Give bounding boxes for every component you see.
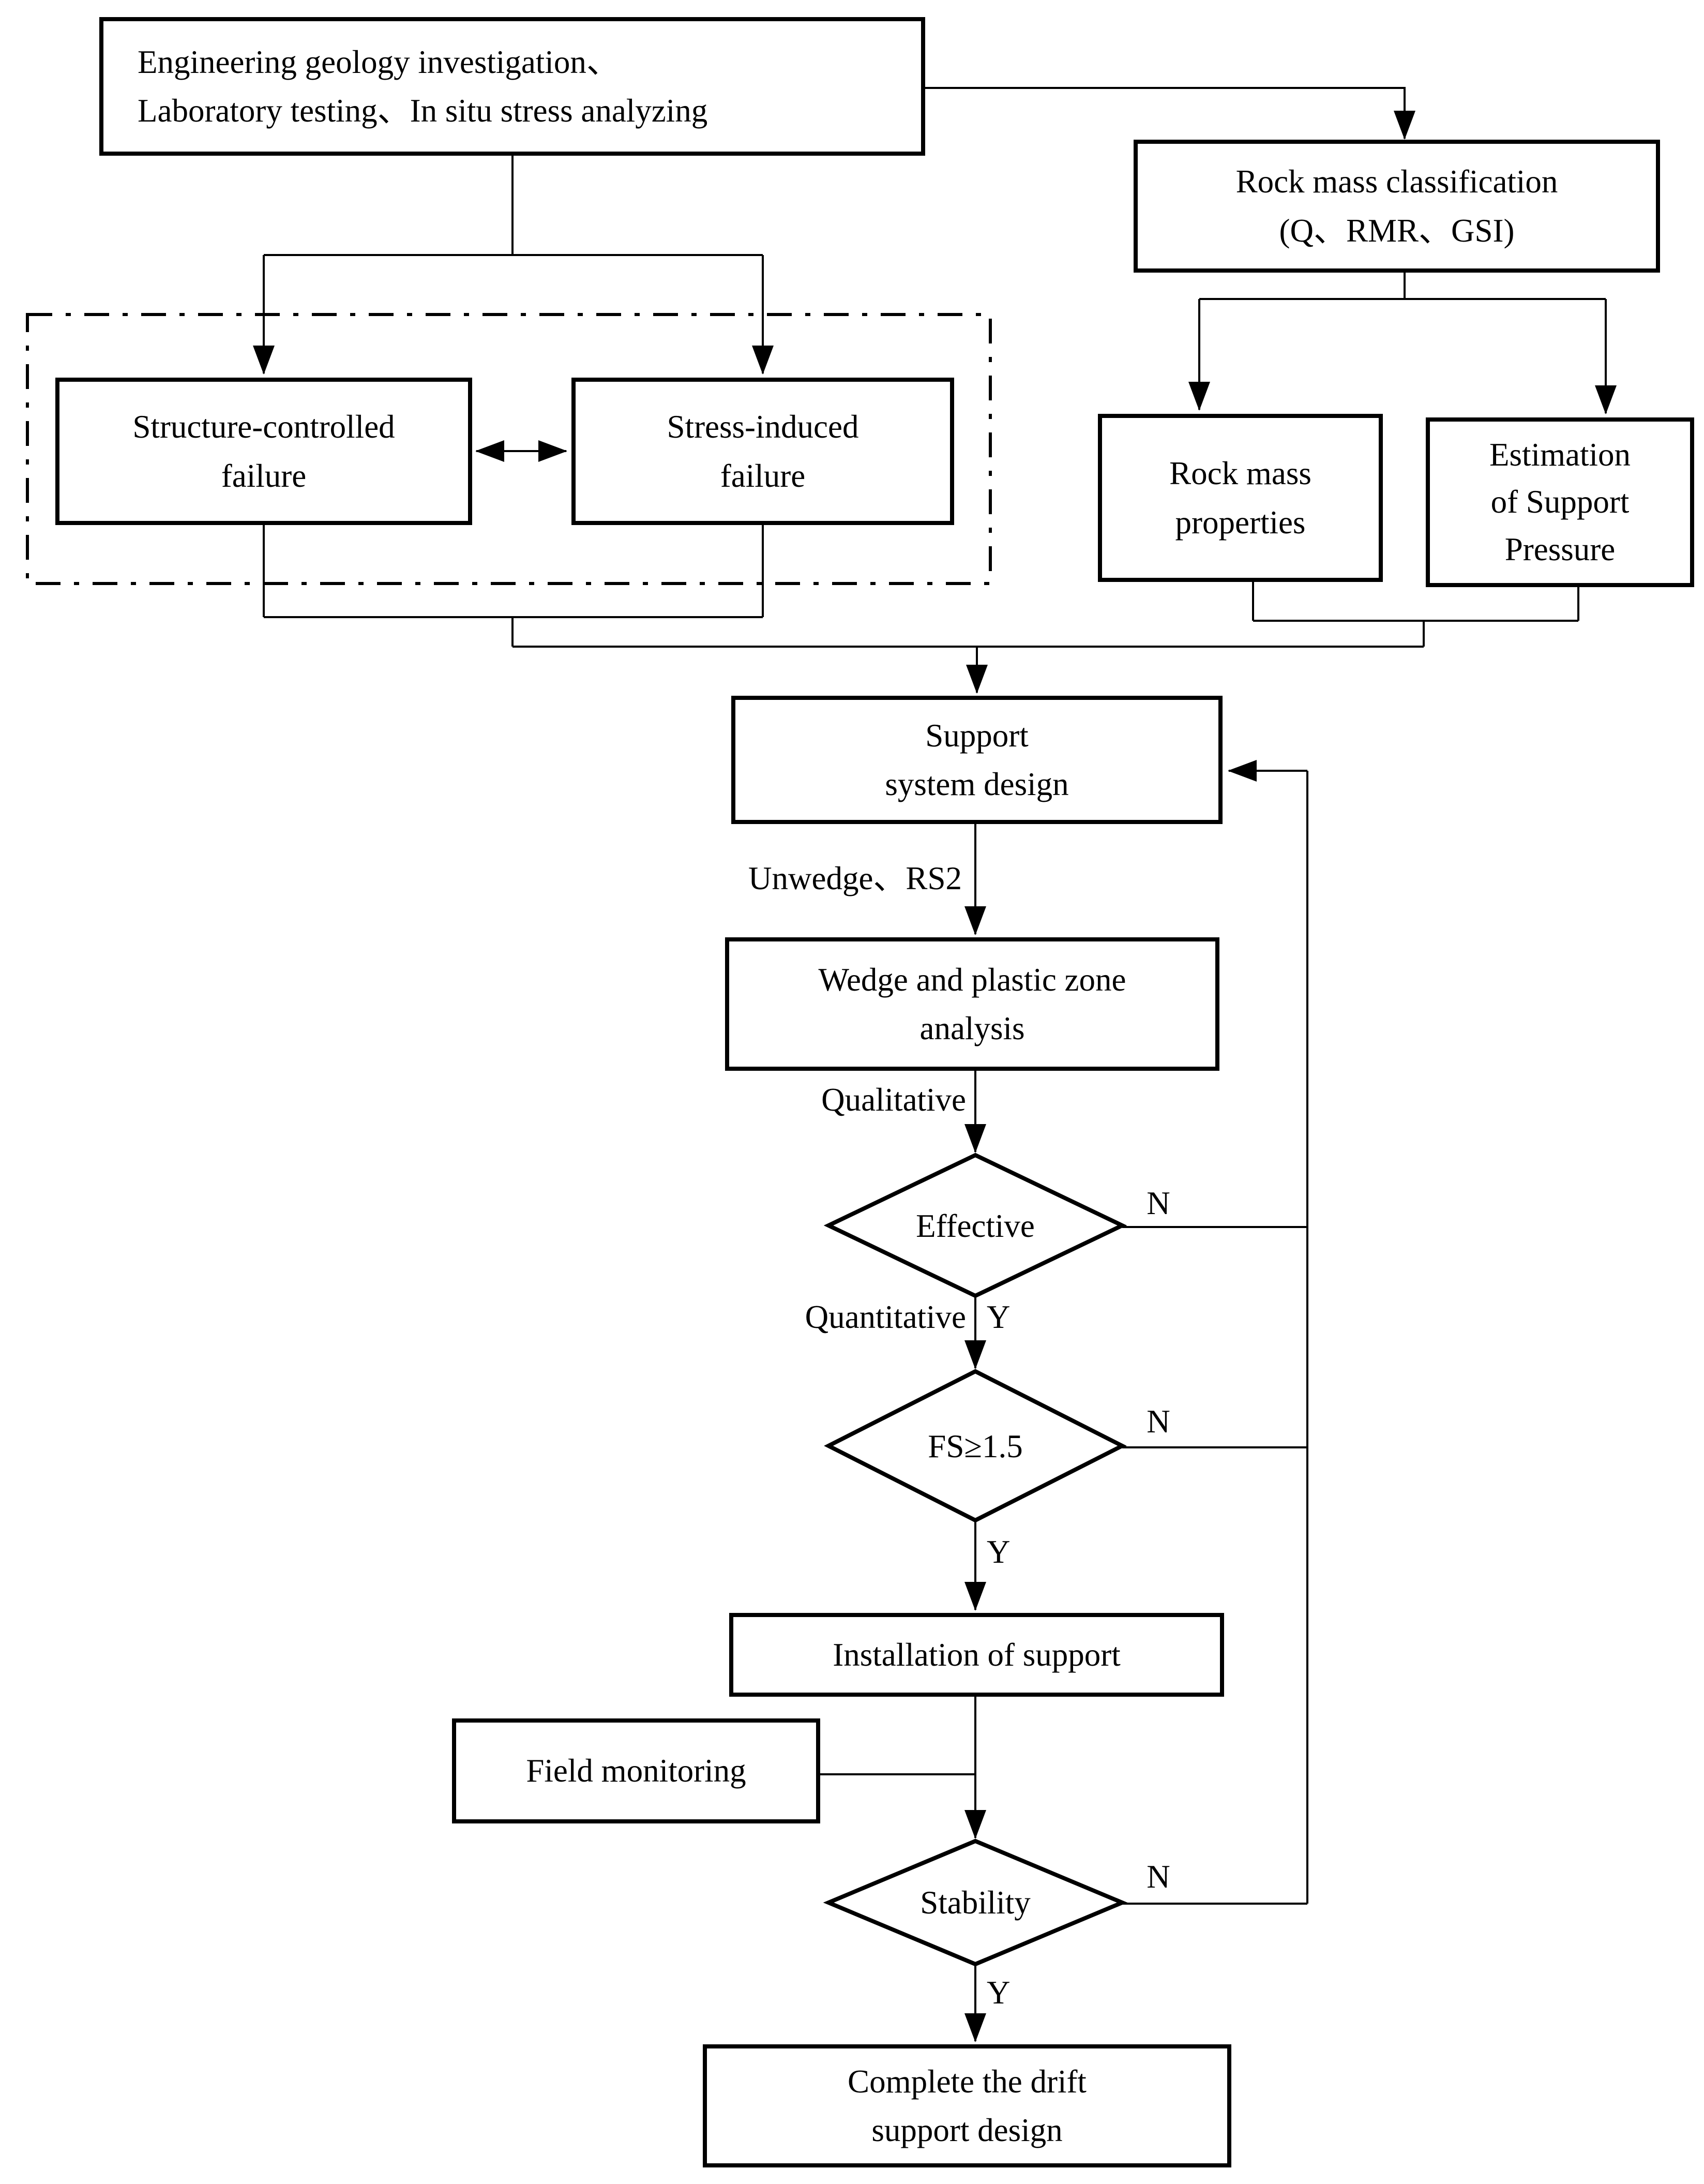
edge-investigation-to-classification — [925, 87, 1415, 140]
node-support-design: Support system design — [731, 696, 1223, 824]
node-support-pressure-line1: Estimation — [1489, 436, 1631, 473]
node-wedge-analysis-line1: Wedge and plastic zone — [818, 961, 1126, 998]
edge-label-stability-n-text: N — [1147, 1858, 1170, 1895]
node-investigation-line1: Engineering geology investigation、 — [138, 43, 619, 80]
decision-fs-text: FS≥1.5 — [928, 1428, 1023, 1464]
node-installation-label: Installation of support — [833, 1636, 1121, 1673]
edge-label-fs-y-text: Y — [987, 1533, 1011, 1570]
edge-label-fs-y: Y — [987, 1526, 1044, 1578]
node-complete-line2: support design — [871, 2112, 1063, 2148]
edge-label-effective-y: Y — [987, 1292, 1044, 1342]
edge-investigation-to-failures — [253, 156, 774, 375]
node-rock-properties: Rock mass properties — [1098, 414, 1383, 582]
node-support-design-line2: system design — [885, 766, 1069, 802]
edge-classification-split — [1188, 273, 1617, 414]
edge-label-effective-n-text: N — [1147, 1185, 1170, 1221]
edge-label-qualitative: Qualitative — [698, 1075, 966, 1125]
node-rock-properties-line1: Rock mass — [1169, 455, 1311, 491]
node-stress-failure: Stress-induced failure — [571, 378, 954, 525]
node-complete-line1: Complete the drift — [848, 2063, 1087, 2100]
edge-label-quantitative-text: Quantitative — [805, 1298, 966, 1335]
node-investigation: Engineering geology investigation、 Labor… — [99, 17, 925, 156]
node-structure-failure-line1: Structure-controlled — [132, 409, 395, 445]
node-investigation-line2: Laboratory testing、In situ stress analyz… — [138, 93, 708, 129]
node-support-pressure-line3: Pressure — [1504, 531, 1616, 567]
edge-merge-to-support — [512, 646, 1424, 694]
node-stress-failure-line2: failure — [720, 457, 806, 494]
node-support-design-line1: Support — [925, 717, 1029, 754]
node-field-monitoring-label: Field monitoring — [526, 1753, 746, 1789]
node-rock-properties-line2: properties — [1175, 504, 1306, 541]
decision-effective-label: Effective — [828, 1200, 1122, 1252]
node-classification-line1: Rock mass classification — [1235, 163, 1558, 200]
decision-fs-label: FS≥1.5 — [828, 1420, 1122, 1472]
decision-stability-shape — [823, 1838, 1128, 1967]
node-wedge-analysis: Wedge and plastic zone analysis — [725, 937, 1219, 1071]
edge-label-effective-y-text: Y — [987, 1298, 1011, 1335]
decision-effective-text: Effective — [916, 1207, 1035, 1244]
node-structure-failure: Structure-controlled failure — [55, 378, 472, 525]
edge-failures-merge — [263, 525, 764, 647]
node-structure-failure-line2: failure — [221, 457, 307, 494]
node-field-monitoring: Field monitoring — [452, 1718, 820, 1823]
decision-fs-shape — [824, 1369, 1127, 1523]
node-complete: Complete the drift support design — [703, 2044, 1231, 2167]
edge-label-stability-n: N — [1130, 1851, 1187, 1903]
node-support-pressure-line2: of Support — [1490, 484, 1630, 520]
edge-label-stability-y: Y — [987, 1967, 1044, 2018]
node-support-pressure: Estimation of Support Pressure — [1426, 417, 1694, 587]
decision-stability-text: Stability — [920, 1884, 1031, 1921]
failure-modes-dashdot-frame — [26, 313, 992, 585]
edge-label-qualitative-text: Qualitative — [821, 1081, 966, 1118]
node-classification-line2: (Q、RMR、GSI) — [1279, 212, 1515, 249]
edge-label-fs-n-text: N — [1147, 1403, 1170, 1440]
edge-feedback-loop — [1122, 760, 1308, 1905]
edge-right-merge — [1252, 582, 1579, 647]
edge-label-tools-text: Unwedge、RS2 — [748, 860, 962, 896]
edge-label-fs-n: N — [1130, 1397, 1187, 1446]
node-stress-failure-line1: Stress-induced — [667, 409, 859, 445]
node-installation: Installation of support — [729, 1613, 1224, 1697]
edge-label-quantitative: Quantitative — [672, 1292, 966, 1342]
edge-label-effective-n: N — [1130, 1178, 1187, 1228]
decision-stability-label: Stability — [828, 1877, 1122, 1928]
edge-label-tools: Unwedge、RS2 — [595, 852, 962, 904]
node-classification: Rock mass classification (Q、RMR、GSI) — [1134, 140, 1660, 273]
edge-label-stability-y-text: Y — [987, 1974, 1011, 2011]
node-wedge-analysis-line2: analysis — [919, 1010, 1025, 1046]
decision-effective-shape — [823, 1153, 1127, 1298]
